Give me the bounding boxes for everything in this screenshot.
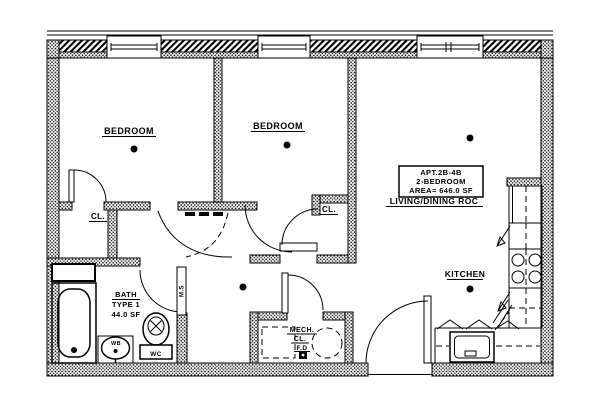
kitchen-label: KITCHEN [445, 269, 486, 279]
water-heater [311, 327, 343, 359]
outlet-living-room [466, 134, 474, 142]
stove [508, 248, 543, 289]
bedroom-2-label: BEDROOM [253, 121, 303, 131]
bath-area-label: 44.0 SF [111, 310, 140, 319]
interior-walls [46, 57, 542, 364]
kitchen-counter-bottom [434, 319, 541, 363]
bathroom-door: M.S [139, 266, 187, 316]
mech-equipment [261, 326, 296, 359]
apartment-area: AREA= 646.0 SF [409, 186, 473, 195]
exterior-walls [46, 30, 554, 377]
closet-1-door [68, 169, 107, 203]
mech-closet-door [281, 272, 324, 314]
refrigerator [508, 185, 543, 224]
closet-1-label: CL. [91, 212, 105, 221]
bathroom-fixtures: WB WC [51, 263, 173, 364]
toilet-label: WC [150, 351, 162, 358]
washbasin: WB [97, 335, 134, 364]
kitchen-fixtures [434, 185, 543, 363]
apartment-number: APT.2B-4B [420, 168, 462, 177]
entry-door [365, 295, 432, 364]
door-marker-label: M.S [180, 285, 186, 297]
apartment-info-box: APT.2B-4B 2-BEDROOM AREA= 646.0 SF LIVIN… [386, 165, 484, 207]
outlet-hall [239, 283, 247, 291]
mech-closet-contents [261, 326, 343, 359]
pantry-cabinet [496, 222, 543, 250]
doors: M.S [68, 169, 432, 364]
mech-label: MECH. [290, 327, 315, 334]
bedroom-2-door [244, 204, 319, 253]
closet-2-label: CL. [322, 205, 336, 214]
outlet-bedroom-2 [283, 141, 291, 149]
ceiling-outlets [130, 134, 474, 293]
outlet-kitchen [466, 285, 474, 293]
bedroom-1-label: BEDROOM [104, 126, 154, 136]
window-living-room [416, 35, 484, 59]
room-labels: BEDROOM BEDROOM CL. CL. BATH TYPE 1 44.0… [89, 121, 485, 352]
window-bedroom-2 [257, 35, 311, 59]
windows [106, 35, 484, 59]
mech-cl-label: CL. [294, 336, 306, 343]
linen-shelf [51, 263, 96, 282]
bath-type-label: TYPE 1 [112, 300, 140, 309]
kitchen-sink [449, 331, 495, 363]
bathtub [51, 282, 97, 364]
outlet-bedroom-1 [130, 145, 138, 153]
kitchen-counter-right [492, 287, 543, 331]
toilet: WC [139, 312, 173, 360]
hall-doors [157, 210, 233, 258]
living-dining-label: LIVING/DINING ROC [390, 196, 479, 206]
window-bedroom-1 [106, 35, 162, 59]
apartment-type: 2-BEDROOM [416, 177, 465, 186]
mech-fd-label: F.D [297, 345, 308, 352]
washbasin-label: WB [111, 341, 121, 347]
bath-label: BATH [115, 290, 137, 299]
